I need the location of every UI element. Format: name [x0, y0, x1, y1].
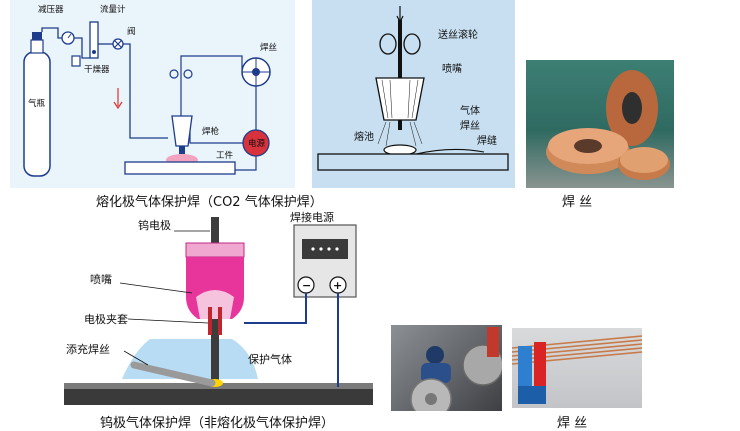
welding-torch-icon [172, 116, 192, 154]
welder-helmet-icon [426, 346, 444, 364]
label-nozzle: 喷嘴 [90, 273, 112, 286]
mig-caption: 熔化极气体保护焊（CO2 气体保护焊） [96, 191, 323, 210]
pressure-gauge-icon [62, 32, 74, 44]
label-gas: 气体 [460, 104, 480, 117]
label-weld-pool: 熔池 [354, 130, 374, 143]
label-pressure-reducer: 减压器 [38, 4, 64, 15]
nozzle-detail-svg: 送丝滚轮 喷嘴 气体 焊丝 熔池 焊缝 [312, 0, 515, 188]
nozzle-icon [376, 78, 424, 120]
nozzle-detail-diagram: 送丝滚轮 喷嘴 气体 焊丝 熔池 焊缝 [312, 0, 515, 188]
tig-welding-photo [391, 325, 502, 411]
valve-icon [113, 39, 123, 49]
shielding-gas-cloud [122, 339, 258, 379]
tig-photo-svg [391, 325, 502, 411]
label-filler-wire: 添充焊丝 [66, 342, 110, 356]
label-nozzle: 喷嘴 [442, 63, 462, 75]
label-weld-seam: 焊缝 [477, 134, 497, 147]
label-wire: 焊丝 [260, 42, 278, 53]
label-workpiece: 工件 [216, 150, 234, 161]
label-power: 电源 [248, 138, 266, 149]
workpiece-section [318, 154, 508, 170]
tig-svg: − + 钨电极 焊接电源 喷嘴 电极夹套 添充焊丝 保护气体 [62, 211, 375, 409]
wire-caption-top: 焊 丝 [562, 191, 592, 210]
tig-diagram: − + 钨电极 焊接电源 喷嘴 电极夹套 添充焊丝 保护气体 [62, 211, 375, 409]
tig-nozzle-icon [186, 243, 244, 319]
label-feed-rollers: 送丝滚轮 [438, 28, 478, 41]
label-torch: 焊枪 [202, 126, 220, 137]
label-electrode-collet: 电极夹套 [84, 312, 128, 326]
workpiece-plate [125, 162, 235, 174]
label-dryer: 干燥器 [84, 64, 110, 75]
label-wire: 焊丝 [460, 120, 480, 132]
label-shielding-gas: 保护气体 [248, 352, 292, 366]
label-valve: 阀 [127, 27, 136, 37]
wire-caption-bottom: 焊 丝 [557, 412, 587, 431]
label-cylinder: 气瓶 [28, 98, 46, 109]
label-tungsten-electrode: 钨电极 [138, 218, 171, 232]
wire-spool-photo-svg [526, 60, 674, 188]
wire-spool-icon [242, 58, 270, 86]
mig-setup-svg: 减压器 流量计 阀 干燥器 气瓶 焊丝 焊枪 电源 工件 [10, 0, 295, 188]
base-plate [64, 387, 373, 405]
label-flowmeter: 流量计 [100, 4, 126, 15]
minus-terminal: − [302, 279, 311, 292]
tig-caption: 钨极气体保护焊（非熔化极气体保护焊） [100, 412, 334, 431]
weld-bead [416, 149, 484, 154]
mig-setup-diagram: 减压器 流量计 阀 干燥器 气瓶 焊丝 焊枪 电源 工件 [10, 0, 295, 188]
flow-arrow-icon [114, 88, 122, 108]
dryer-icon [72, 56, 80, 66]
wire-spool-photo [526, 60, 674, 188]
label-power-source: 焊接电源 [290, 211, 334, 224]
plus-terminal: + [333, 279, 342, 292]
flowmeter-icon [90, 22, 98, 58]
welding-rods-photo [512, 328, 642, 408]
copper-spool-icon [546, 70, 670, 180]
rods-photo-svg [512, 328, 642, 408]
